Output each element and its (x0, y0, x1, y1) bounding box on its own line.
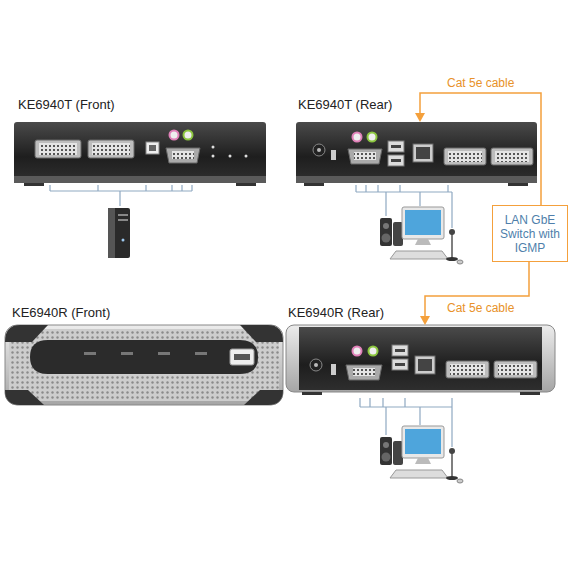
unit-foot (520, 392, 540, 395)
unit-body (299, 327, 542, 390)
cable-connector (415, 93, 541, 205)
dvi-port (444, 148, 486, 165)
cable-connector (420, 262, 529, 325)
button (195, 352, 207, 355)
cable-label: Cat 5e cable (445, 301, 516, 315)
rj45-port (413, 144, 433, 162)
serial-pins (354, 152, 376, 160)
corner-cap (5, 390, 44, 405)
pc-drive (118, 214, 128, 216)
serial-pins (172, 151, 194, 159)
power-jack (310, 359, 322, 371)
usb-port (388, 141, 404, 152)
rj45-port (415, 356, 435, 374)
led (212, 155, 215, 158)
dvi-pins (448, 151, 482, 162)
switch (331, 150, 336, 160)
unit-heading: KE6940R (Front) (12, 305, 110, 320)
usb-b-port (146, 142, 159, 154)
usb-port (392, 345, 408, 356)
rj45-socket (416, 147, 430, 159)
pc-drive (118, 219, 128, 221)
unit-heading: KE6940T (Front) (18, 97, 115, 112)
mic-jack (353, 347, 362, 356)
unit-foot (304, 183, 324, 186)
usb-port (392, 359, 408, 370)
dvi-pins (498, 364, 533, 375)
transmitter-front: KE6940T (Front) (14, 122, 266, 183)
power-pin (317, 148, 321, 152)
usb-b-socket (149, 145, 156, 151)
unit-caps (286, 325, 555, 392)
usb-socket (391, 159, 401, 162)
receiver-rear: KE6940R (Rear) (286, 325, 555, 392)
usb-port (230, 349, 254, 365)
unit-body (296, 122, 537, 180)
corner-cap (240, 325, 283, 342)
receiver-front: KE6940R (Front) (5, 325, 283, 405)
transmitter-rear: KE6940T (Rear) (296, 122, 537, 183)
workstation (380, 426, 463, 483)
serial-pins (353, 368, 375, 376)
audio-jack (184, 131, 193, 140)
usb-socket (395, 349, 405, 352)
dvi-pins (450, 364, 485, 375)
pc-tower (108, 208, 130, 258)
usb-port (388, 155, 404, 166)
usb-socket (391, 145, 401, 148)
perforation (9, 329, 279, 401)
unit-foot (236, 183, 256, 186)
cable-lines (50, 185, 192, 206)
corner-cap (5, 325, 48, 342)
led (212, 146, 215, 149)
mic-jack (353, 133, 362, 142)
pc-led (122, 239, 125, 242)
led (229, 155, 232, 158)
unit-foot (508, 183, 528, 186)
usb-socket (234, 354, 250, 360)
unit-heading: KE6940R (Rear) (288, 305, 384, 320)
unit-foot (302, 392, 322, 395)
workstation (380, 207, 463, 264)
button (158, 352, 170, 355)
dvi-port (88, 140, 134, 158)
dvi-port (491, 148, 533, 165)
mic-jack (170, 131, 179, 140)
network-switch-box: LAN GbE Switch with IGMP (492, 205, 568, 262)
dvi-pins (495, 151, 529, 162)
dvi-pins (92, 143, 130, 155)
switch (331, 364, 336, 375)
dvi-pins (39, 143, 77, 155)
unit-heading: KE6940T (Rear) (298, 97, 392, 112)
button (84, 352, 96, 355)
button (121, 352, 133, 355)
power-jack (313, 144, 325, 156)
corner-cap (244, 390, 283, 405)
rj45-socket (418, 359, 432, 371)
dvi-port (494, 361, 537, 378)
led (245, 155, 248, 158)
unit-foot (24, 183, 44, 186)
cable-label: Cat 5e cable (445, 76, 516, 90)
usb-socket (395, 363, 405, 366)
power-pin (314, 363, 318, 367)
unit-lip (296, 176, 537, 183)
pc-side (108, 208, 115, 258)
box-text: LAN GbE Switch with IGMP (497, 213, 563, 255)
unit-lip (14, 176, 266, 183)
unit-body (14, 122, 266, 180)
audio-jack (368, 133, 377, 142)
serial-port (346, 365, 382, 380)
unit-body (5, 325, 283, 405)
front-band (30, 340, 258, 374)
dvi-port (35, 140, 81, 158)
audio-jack (369, 347, 378, 356)
serial-port (166, 148, 200, 163)
dvi-port (446, 361, 489, 378)
serial-port (348, 149, 382, 164)
